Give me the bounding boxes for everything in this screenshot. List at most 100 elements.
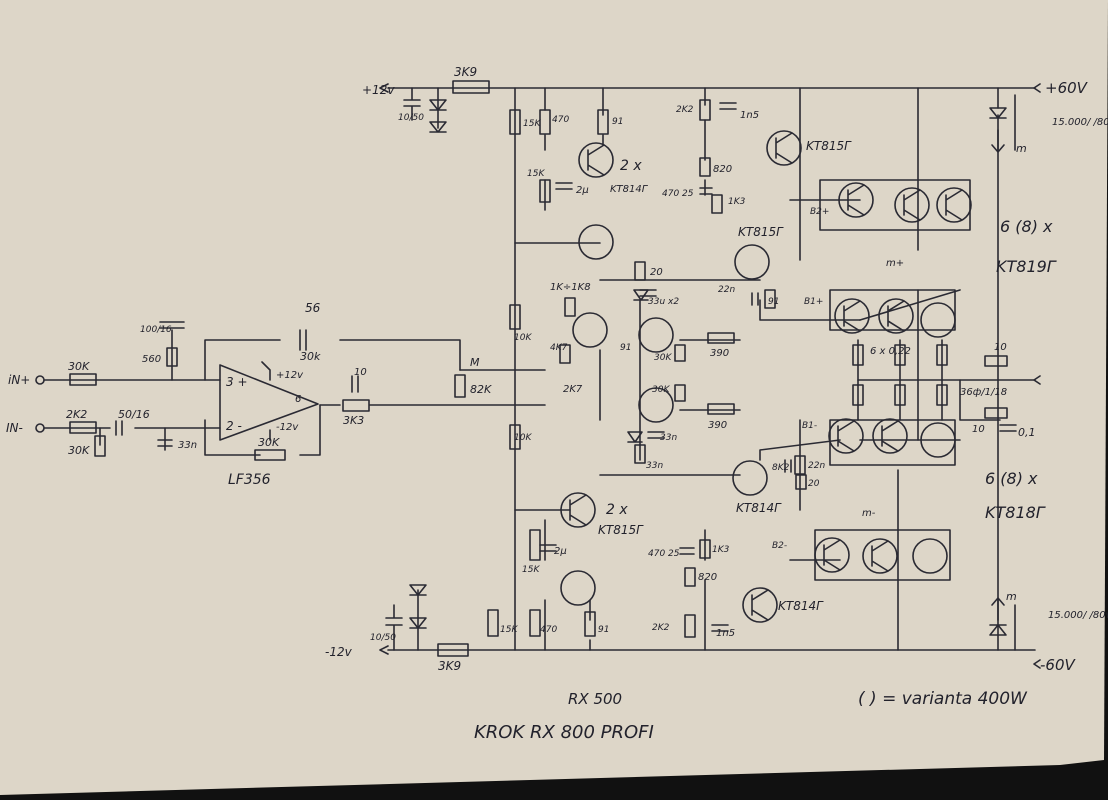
- label-q-2x-kt815: 2 x: [606, 502, 628, 518]
- label-c-33n: 33n: [178, 440, 197, 451]
- transistor-symbols: [560, 130, 972, 623]
- label-opamp-minus: 2 -: [226, 419, 242, 433]
- label-minus60: -60V: [1040, 656, 1076, 674]
- label-c-10-50a: 10/50: [398, 113, 424, 123]
- label-m-minus: m-: [862, 508, 876, 519]
- label-c-470-25-top: 470 25: [662, 189, 694, 199]
- label-c-33n-b: 33n: [660, 433, 677, 443]
- label-plus12: +12v: [362, 83, 395, 97]
- label-in-minus: IN-: [6, 421, 23, 435]
- label-b2-minus: B2-: [772, 541, 787, 551]
- label-q-2x-kt814: 2 x: [620, 158, 642, 174]
- label-r-15k-a: 15K: [523, 119, 541, 129]
- label-r-1k3-b: 1K3: [712, 545, 730, 555]
- label-r-390-a: 390: [710, 348, 729, 359]
- label-c-2u-top: 2μ: [576, 185, 589, 196]
- label-r-30k-fb2: 30K: [258, 436, 280, 449]
- label-r-10k-a: 10K: [514, 333, 532, 343]
- label-r-560: 560: [142, 354, 161, 365]
- label-out-pos-count: 6 (8) x: [1000, 217, 1053, 236]
- label-r-82k: 82K: [470, 383, 492, 396]
- label-r-10k-b: 10K: [514, 433, 532, 443]
- label-out-pos-type: KT819Г: [996, 257, 1057, 276]
- label-c-2u-bot: 2μ: [554, 546, 567, 557]
- label-c-22n-bot: 22n: [808, 461, 825, 471]
- opamp-symbol: [219, 361, 319, 441]
- label-m-top: m: [1016, 142, 1027, 155]
- label-r-91-d: 91: [768, 297, 779, 307]
- label-c-56: 56: [305, 301, 321, 315]
- label-r-30k-fb: 30k: [300, 350, 321, 363]
- label-m-plus: m+: [886, 258, 904, 269]
- model-krok-rx800: KROK RX 800 PROFI: [474, 722, 654, 743]
- model-rx500: RX 500: [568, 690, 622, 708]
- label-cap-rail-pos: 15.000/ /80v: [1052, 117, 1108, 128]
- label-cap-rail-neg: 15.000/ /80v: [1048, 610, 1108, 621]
- label-c-33u-x2: 33u x2: [648, 297, 679, 307]
- label-c-1n5-bot: 1n5: [716, 628, 735, 639]
- label-opamp: LF356: [228, 472, 271, 488]
- label-r-8k2: 8K2: [772, 463, 790, 473]
- label-r-1k3-a: 1K3: [728, 197, 746, 207]
- label-plus60: +60V: [1045, 79, 1089, 97]
- label-r-820-a: 820: [713, 164, 732, 175]
- label-minus12: -12v: [325, 645, 353, 659]
- label-c-1n5-top: 1n5: [740, 110, 759, 121]
- label-m-bot: m: [1006, 590, 1017, 603]
- label-opamp-plus: 3 +: [226, 375, 248, 389]
- label-r-15k-d: 15K: [500, 625, 518, 635]
- diode-symbols: [409, 99, 1007, 636]
- label-q-kt814-mid: KT814Г: [736, 501, 782, 515]
- label-r-91-c: 91: [620, 343, 631, 353]
- label-r-30k-in: 30K: [68, 360, 90, 373]
- label-q-kt814-bot: KT814Г: [778, 599, 824, 613]
- label-r-15k-b: 15K: [527, 169, 545, 179]
- label-r-20-b: 20: [808, 479, 820, 489]
- labels: +12v -12v +60V -60V 15.000/ /80v 15.000/…: [6, 65, 1108, 674]
- label-node-m: M: [470, 356, 480, 369]
- terminal-arrows: [379, 83, 1041, 669]
- label-r-3k9-top: 3K9: [454, 65, 477, 79]
- label-c-33n-c: 33n: [646, 461, 663, 471]
- label-r-15k-c: 15K: [522, 565, 540, 575]
- label-q-kt814: KT814Г: [610, 184, 649, 195]
- label-opamp-vneg: -12v: [276, 422, 299, 433]
- label-r-2k2-b: 2K2: [652, 623, 670, 633]
- label-r-91-a: 91: [612, 117, 623, 127]
- label-r-3k9-bot: 3K9: [438, 659, 461, 673]
- label-b1-minus: B1-: [802, 421, 817, 431]
- label-r-2k2-a: 2K2: [676, 105, 694, 115]
- label-r-30k-a: 30K: [654, 353, 672, 363]
- variant-note: ( ) = varianta 400W: [858, 689, 1028, 709]
- label-c-10-50b: 10/50: [370, 633, 396, 643]
- label-r-1k-1k8: 1K÷1K8: [550, 282, 591, 293]
- label-b1-plus: B1+: [804, 297, 823, 307]
- label-r-2k2-in: 2K2: [66, 408, 87, 421]
- label-r-3k3: 3K3: [343, 414, 364, 427]
- label-r-2k7: 2K7: [563, 384, 583, 395]
- label-r-30k-b: 30K: [652, 385, 670, 395]
- label-c-100-16: 100/16: [140, 325, 172, 335]
- label-r-10-out: 10: [994, 342, 1007, 353]
- capacitor-symbols: [115, 94, 1017, 651]
- label-q-kt815-bot: KT815Г: [598, 523, 644, 537]
- label-in-plus: iN+: [8, 373, 30, 387]
- label-r-6x022: 6 x 0,22: [870, 346, 911, 357]
- label-r-91-b: 91: [598, 625, 609, 635]
- label-c-470-25-bot: 470 25: [648, 549, 680, 559]
- label-r-470-b: 470: [540, 625, 557, 635]
- label-r-10-b: 10: [972, 424, 985, 435]
- label-r-4k7: 4K7: [550, 343, 568, 353]
- label-c-22n-top: 22n: [718, 285, 735, 295]
- wiring: [43, 87, 1036, 651]
- label-c-50-16: 50/16: [118, 408, 150, 421]
- label-c-10: 10: [354, 367, 367, 378]
- label-opamp-vpos: +12v: [276, 370, 304, 381]
- label-r-470-a: 470: [552, 115, 569, 125]
- label-out-neg-count: 6 (8) x: [985, 469, 1038, 488]
- label-r-820-b: 820: [698, 572, 717, 583]
- label-q-kt815-top: KT815Г: [806, 139, 852, 153]
- notes: RX 500 KROK RX 800 PROFI ( ) = varianta …: [474, 689, 1028, 743]
